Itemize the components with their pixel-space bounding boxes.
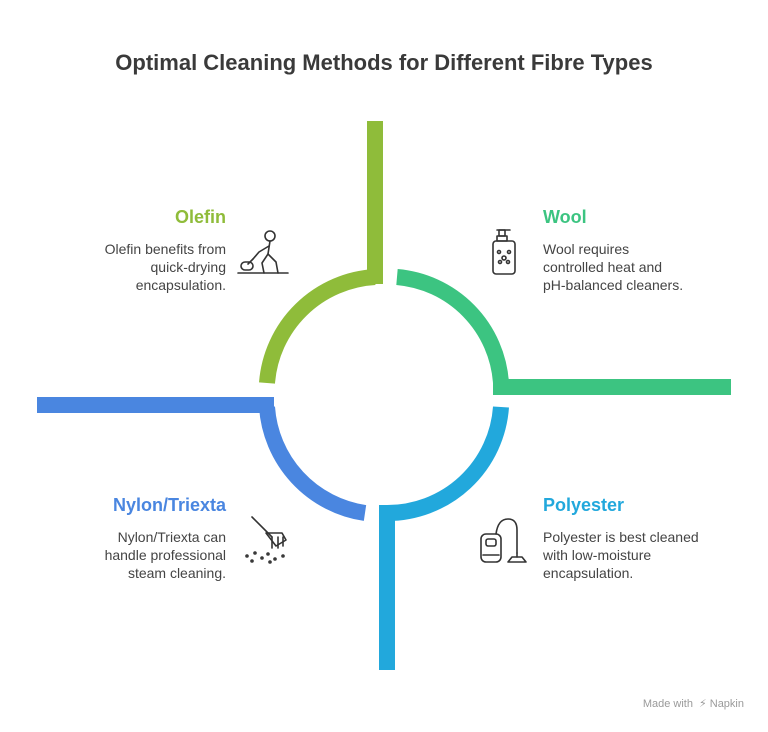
page-title: Optimal Cleaning Methods for Different F…: [115, 50, 653, 75]
nylon-line: handle professional: [104, 547, 226, 563]
wool-line: controlled heat and: [543, 259, 663, 275]
made-with-label: Made with: [642, 698, 693, 710]
olefin-line: encapsulation.: [135, 277, 226, 293]
olefin-arc: [259, 121, 383, 384]
olefin-block: Olefin Olefin benefits from quick-drying…: [40, 207, 226, 294]
wool-line: Wool requires: [543, 241, 630, 257]
napkin-logo-icon: ⚡: [699, 698, 707, 710]
polyester-line: encapsulation.: [543, 565, 634, 581]
made-with-footer[interactable]: Made with ⚡Napkin: [643, 697, 744, 710]
wool-description: Wool requires controlled heat and pH-bal…: [543, 240, 743, 294]
polyester-line: Polyester is best cleaned: [543, 529, 699, 545]
nylon-arc: [37, 397, 367, 521]
canister-vacuum-icon: [480, 518, 527, 563]
wool-line: pH-balanced cleaners.: [543, 277, 684, 293]
polyester-block: Polyester Polyester is best cleaned with…: [543, 495, 743, 582]
nylon-line: steam cleaning.: [127, 565, 226, 581]
polyester-heading: Polyester: [543, 495, 625, 515]
nylon-description: Nylon/Triexta can handle professional st…: [40, 528, 226, 582]
rake-icon: [245, 516, 287, 564]
olefin-heading: Olefin: [174, 207, 226, 227]
wool-arc: [396, 269, 731, 395]
polyester-arc: [379, 406, 509, 670]
brand-name: Napkin: [709, 698, 744, 710]
polyester-line: with low-moisture: [543, 547, 652, 563]
nylon-block: Nylon/Triexta Nylon/Triexta can handle p…: [40, 495, 226, 582]
wool-block: Wool Wool requires controlled heat and p…: [543, 207, 743, 294]
wool-heading: Wool: [543, 207, 587, 227]
person-vacuuming-icon: [237, 230, 289, 274]
nylon-line: Nylon/Triexta can: [117, 529, 226, 545]
polyester-description: Polyester is best cleaned with low-moist…: [543, 528, 743, 582]
olefin-line: quick-drying: [150, 259, 226, 275]
olefin-line: Olefin benefits from: [104, 241, 226, 257]
olefin-description: Olefin benefits from quick-drying encaps…: [40, 240, 226, 294]
pump-bottle-icon: [492, 229, 516, 275]
nylon-heading: Nylon/Triexta: [112, 495, 226, 515]
